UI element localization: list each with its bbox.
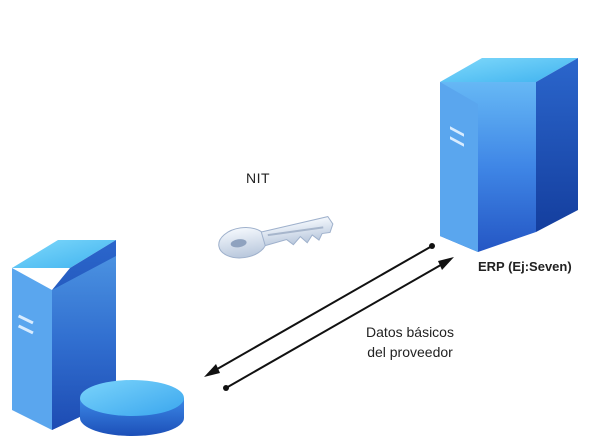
nit-label: NIT <box>246 170 271 186</box>
arrow-head-to-client <box>204 364 220 377</box>
arrow-to-erp <box>225 261 447 389</box>
arrow-to-client <box>211 245 433 373</box>
key-icon <box>218 216 334 259</box>
database-disk-icon <box>80 380 184 436</box>
erp-server-icon <box>440 58 578 252</box>
erp-label: ERP (Ej:Seven) <box>478 259 572 274</box>
data-exchange-label: Datos básicos del proveedor <box>340 322 480 362</box>
arrow-tail-erp-dot <box>429 243 435 249</box>
arrow-tail-client-dot <box>223 385 229 391</box>
data-exchange-arrows <box>204 243 454 391</box>
data-exchange-label-line2: del proveedor <box>367 344 453 360</box>
data-exchange-label-line1: Datos básicos <box>366 324 454 340</box>
arrow-head-to-erp <box>438 257 454 270</box>
